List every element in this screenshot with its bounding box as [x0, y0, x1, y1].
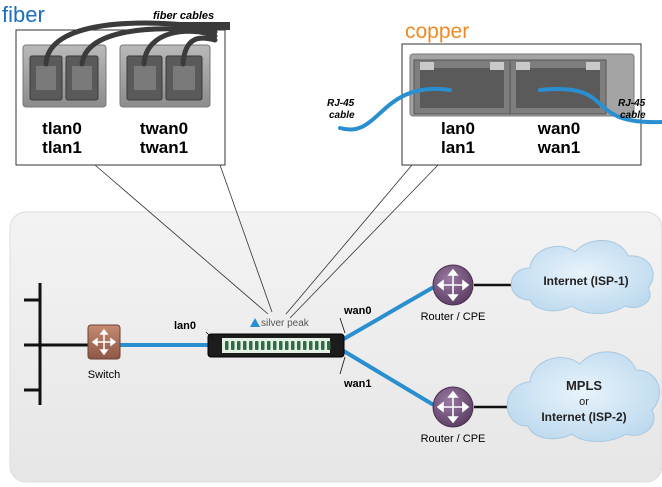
rj45-label-right-1: RJ-45 — [618, 98, 646, 109]
copper-label-wan1: wan1 — [537, 138, 581, 157]
silver-peak-appliance: silver peak lan0 wan0 wan1 — [174, 305, 372, 390]
router-bottom-label: Router / CPE — [421, 433, 486, 445]
copper-label-wan0: wan0 — [537, 119, 581, 138]
lan0-label: lan0 — [174, 320, 196, 332]
rj45-label-left-1: RJ-45 — [327, 98, 355, 109]
copper-label-lan0: lan0 — [441, 119, 475, 138]
fiber-title: fiber — [2, 2, 45, 27]
switch: Switch — [87, 324, 121, 381]
rj45-label-left-2: cable — [329, 110, 355, 121]
wan0-label: wan0 — [343, 305, 372, 317]
silver-peak-logo-icon — [250, 318, 260, 327]
cloud-top: Internet (ISP-1) — [510, 239, 654, 314]
appliance-vent — [267, 341, 271, 350]
router-top-label: Router / CPE — [421, 311, 486, 323]
appliance-vent — [297, 341, 301, 350]
cloud-bottom-line-1: MPLS — [566, 378, 602, 393]
wan1-label: wan1 — [343, 378, 372, 390]
rj45-port-right — [509, 59, 607, 115]
fiber-label-tlan0: tlan0 — [42, 119, 82, 138]
router-top: Router / CPE — [421, 264, 486, 323]
cloud-bottom-line-2: or — [579, 396, 589, 408]
appliance-brand: silver peak — [261, 318, 310, 329]
appliance-vent — [243, 341, 247, 350]
appliance-vent — [315, 341, 319, 350]
appliance-vent — [303, 341, 307, 350]
appliance-vent — [255, 341, 259, 350]
appliance-vent — [291, 341, 295, 350]
fiber-cables-label: fiber cables — [153, 10, 214, 22]
copper-cables — [338, 86, 662, 132]
appliance-vent — [321, 341, 325, 350]
router-bottom: Router / CPE — [421, 386, 486, 445]
copper-title: copper — [405, 20, 469, 43]
appliance-vent — [309, 341, 313, 350]
cloud-bottom-line-3: Internet (ISP-2) — [541, 410, 626, 424]
fiber-label-tlan1: tlan1 — [42, 138, 82, 157]
appliance-vent — [231, 341, 235, 350]
cloud-bottom: MPLS or Internet (ISP-2) — [506, 351, 660, 442]
fiber-label-twan1: twan1 — [140, 138, 188, 157]
appliance-vent — [273, 341, 277, 350]
appliance-vent — [237, 341, 241, 350]
lan-bus — [24, 283, 96, 405]
copper-panel: copper RJ-45 cable RJ-45 cable lan0 lan1… — [327, 20, 662, 166]
appliance-vent — [249, 341, 253, 350]
appliance-vent — [285, 341, 289, 350]
callout-lines — [94, 164, 439, 319]
appliance-vent — [225, 341, 229, 350]
rj45-port-left — [413, 59, 511, 115]
fiber-label-twan0: twan0 — [140, 119, 188, 138]
rj45-label-right-2: cable — [620, 110, 646, 121]
appliance-vent — [279, 341, 283, 350]
cloud-top-label: Internet (ISP-1) — [543, 274, 628, 288]
appliance-vent — [327, 341, 331, 350]
network-links — [116, 286, 434, 406]
appliance-vent — [261, 341, 265, 350]
switch-label: Switch — [88, 369, 120, 381]
copper-label-lan1: lan1 — [441, 138, 475, 157]
fiber-panel: fiber fiber cables tlan0 tlan1 twan0 — [2, 2, 230, 166]
